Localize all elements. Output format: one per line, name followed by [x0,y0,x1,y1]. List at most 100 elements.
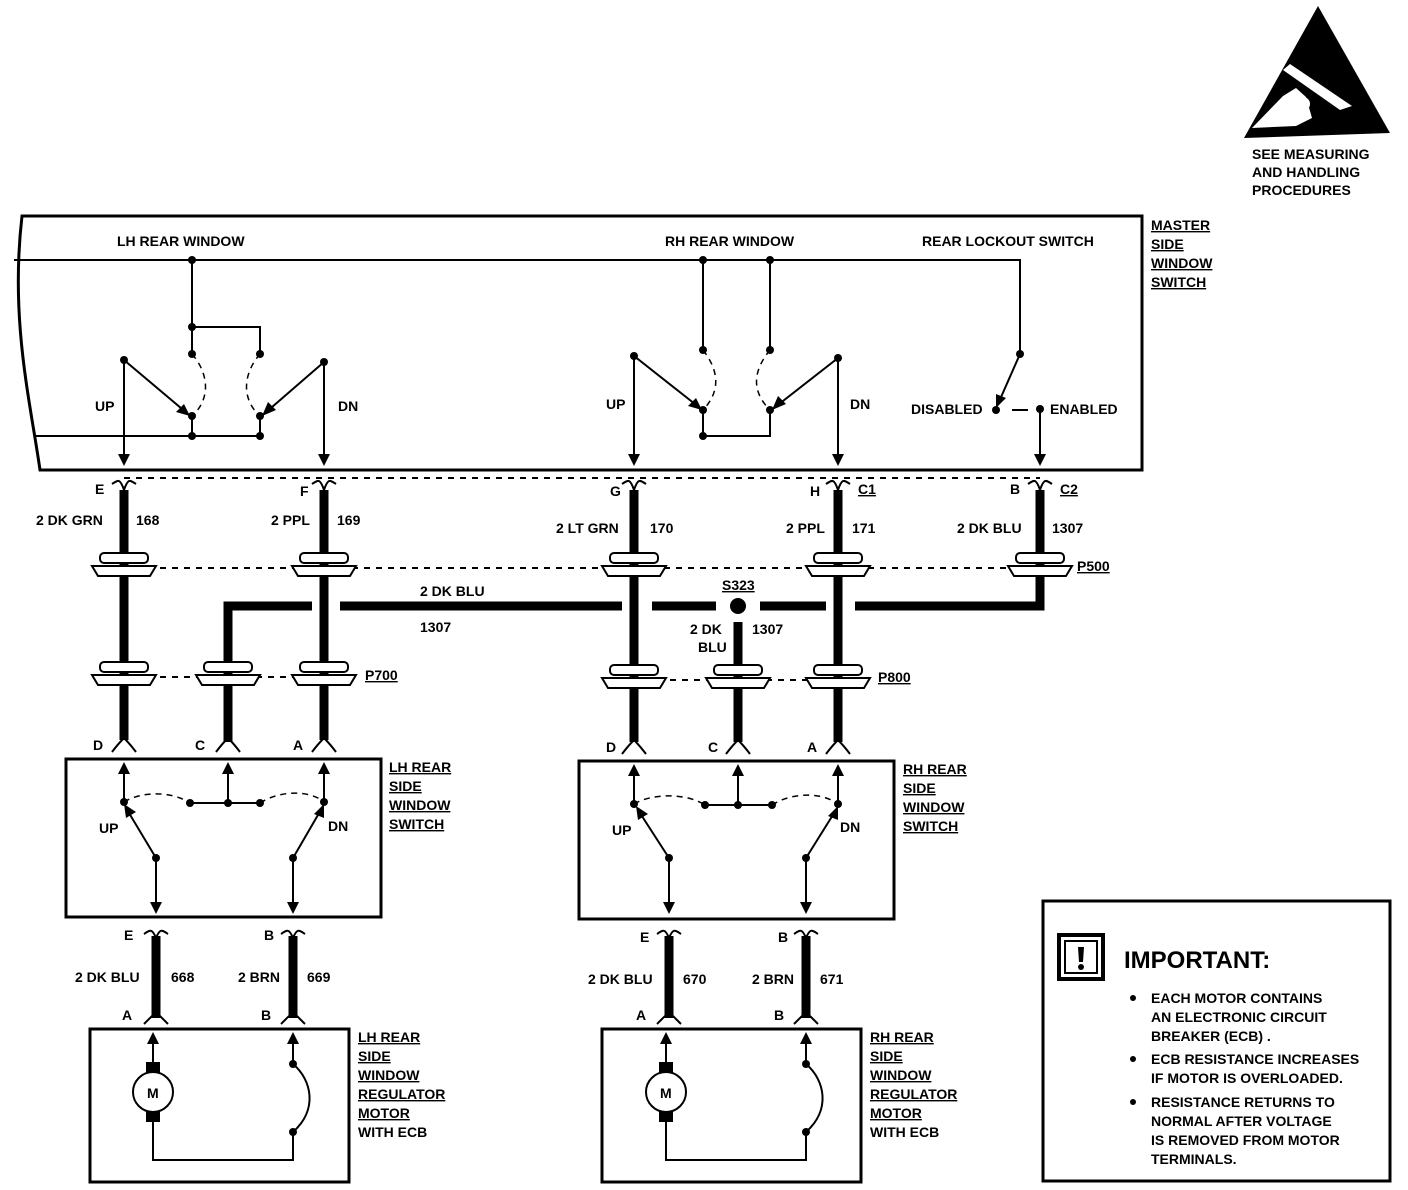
master-lh-dn-label: DN [338,398,358,414]
wire-671-num: 671 [820,971,844,987]
wiring [111,479,1053,1025]
lh-switch-pin-e: E [124,927,133,943]
master-title-4: SWITCH [1151,274,1206,290]
wire-670-color: 2 DK BLU [588,971,653,987]
wire-169-num: 169 [337,512,361,528]
connector-p700-row [90,661,358,686]
wire-668-num: 668 [171,969,195,985]
rh-motor-pin-b: B [774,1007,784,1023]
rh-motor-title-5: MOTOR [870,1105,922,1121]
wire-169-color: 2 PPL [271,512,310,528]
rh-motor-symbol [645,1071,687,1113]
lh-motor-title-1: LH REAR [358,1029,420,1045]
lh-switch-box [64,757,383,919]
esd-warning: SEE MEASURING AND HANDLING PROCEDURES [1244,6,1390,198]
rh-switch-pin-b: B [778,929,788,945]
master-title-3: WINDOW [1151,255,1213,271]
lh-rear-window-label: LH REAR WINDOW [117,233,245,249]
connector-body [90,552,1074,577]
master-title-2: SIDE [1151,236,1184,252]
wire-669-num: 669 [307,969,331,985]
lh-switch-pin-b: B [264,927,274,943]
lh-switch-up: UP [99,820,118,836]
splice-s323-label: S323 [722,577,755,593]
important-b1-l3: BREAKER (ECB) . [1151,1028,1271,1044]
important-b1-l2: AN ELECTRONIC CIRCUIT [1151,1009,1327,1025]
esd-text-line-2: AND HANDLING [1252,164,1360,180]
lh-motor-ecb [292,1063,311,1133]
lh-motor-title-3: WINDOW [358,1067,420,1083]
rh-switch-up: UP [612,822,631,838]
wire-170-num: 170 [650,520,674,536]
master-rh-dn-label: DN [850,396,870,412]
important-note: IMPORTANT: EACH MOTOR CONTAINS AN ELECTR… [1041,899,1392,1183]
wire-171-color: 2 PPL [786,520,825,536]
esd-text-line-1: SEE MEASURING [1252,146,1370,162]
master-rh-rear-switch [628,256,844,466]
connector-p800-label: P800 [878,669,911,685]
important-b3-l2: NORMAL AFTER VOLTAGE [1151,1113,1332,1129]
wire-1307-num: 1307 [1052,520,1083,536]
rh-switch-title-4: SWITCH [903,818,958,834]
master-pin-h: H [810,483,820,499]
lh-motor-title-2: SIDE [358,1048,391,1064]
rh-motor-title-1: RH REAR [870,1029,934,1045]
rh-motor-title-4: REGULATOR [870,1086,957,1102]
s323-num: 1307 [752,621,783,637]
rh-switch-pin-e: E [640,929,649,945]
rh-switch-title-3: WINDOW [903,799,965,815]
master-side-window-switch: MASTER SIDE WINDOW SWITCH LH REAR WINDOW… [14,214,1213,472]
lh-switch-pin-c: C [195,737,205,753]
important-b1-l1: EACH MOTOR CONTAINS [1151,990,1322,1006]
connector-p500-row [90,552,1074,577]
important-b3-l3: IS REMOVED FROM MOTOR [1151,1132,1340,1148]
connector-p700-label: P700 [365,667,398,683]
esd-text-line-3: PROCEDURES [1252,182,1351,198]
rh-switch-pin-c: C [708,739,718,755]
master-pin-b: B [1010,481,1020,497]
important-b2-l2: IF MOTOR IS OVERLOADED. [1151,1070,1343,1086]
important-b3-l1: RESISTANCE RETURNS TO [1151,1094,1335,1110]
lh-switch-title-4: SWITCH [389,816,444,832]
lh-motor-box [88,1027,351,1184]
lh-motor-title-4: REGULATOR [358,1086,445,1102]
rear-lockout-switch-label: REAR LOCKOUT SWITCH [922,233,1094,249]
lh-motor-symbol [132,1071,174,1113]
master-switch-box [16,214,1144,472]
master-title-1: MASTER [1151,217,1210,233]
wire-168-num: 168 [136,512,160,528]
master-lh-rear-switch [118,256,330,466]
exclamation-note-icon [1057,933,1105,981]
bus-num: 1307 [420,619,451,635]
rh-switch-box [577,759,896,921]
rh-motor-title-3: WINDOW [870,1067,932,1083]
lh-rear-side-window-switch: D C A UP DN E B [64,737,383,943]
important-heading: IMPORTANT: [1124,947,1270,974]
wire-170-color: 2 LT GRN [556,520,619,536]
rh-rear-window-regulator-motor: A B M [600,1007,863,1184]
master-pin-g: G [610,483,621,499]
master-feed-bus [14,259,1021,352]
wire-1307-bus [223,601,826,742]
lh-motor-pin-a: A [122,1007,132,1023]
lh-motor-title-5: MOTOR [358,1105,410,1121]
rh-motor-title-6: WITH ECB [870,1124,939,1140]
rh-motor-m: M [660,1085,672,1101]
lh-motor-title-6: WITH ECB [358,1124,427,1140]
rh-switch-title-2: SIDE [903,780,936,796]
connector-p800-row [600,664,872,689]
bus-color: 2 DK BLU [420,583,485,599]
master-pin-e: E [95,481,104,497]
rear-lockout-switch [992,350,1046,466]
master-pin-f: F [300,483,309,499]
rh-motor-ecb [805,1063,824,1133]
rh-switch-title-1: RH REAR [903,761,967,777]
wire-671-color: 2 BRN [752,971,794,987]
rh-rear-window-label: RH REAR WINDOW [665,233,795,249]
lockout-enabled-label: ENABLED [1050,401,1118,417]
lh-switch-title-1: LH REAR [389,759,451,775]
wire-168-color: 2 DK GRN [36,512,103,528]
lh-switch-pin-a: A [293,737,303,753]
important-b2-l1: ECB RESISTANCE INCREASES [1151,1051,1359,1067]
